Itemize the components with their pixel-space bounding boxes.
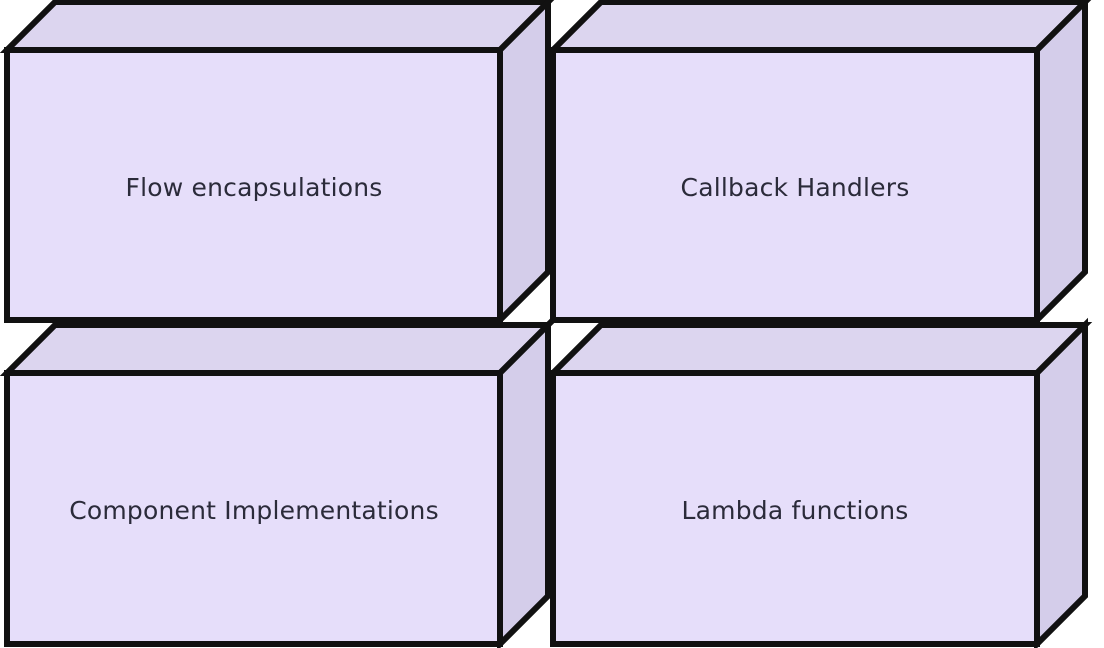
box-flow-encapsulations-label: Flow encapsulations bbox=[125, 173, 382, 202]
box-component-implementations-front-face bbox=[4, 370, 503, 647]
box-callback-handlers-top-face bbox=[545, 0, 1092, 53]
box-callback-handlers-label: Callback Handlers bbox=[681, 173, 910, 202]
box-flow-encapsulations-top-face bbox=[0, 0, 555, 53]
box-lambda-functions-side-face bbox=[1034, 317, 1088, 648]
box-component-implementations-side-face bbox=[497, 317, 551, 648]
box-callback-handlers[interactable]: Callback Handlers bbox=[545, 0, 1092, 328]
box-component-implementations-top-face bbox=[0, 322, 556, 376]
box-flow-encapsulations-side-face bbox=[497, 0, 551, 328]
box-component-implementations-label: Component Implementations bbox=[69, 496, 439, 525]
box-callback-handlers-side-face bbox=[1034, 0, 1088, 328]
box-lambda-functions-front-face bbox=[550, 370, 1040, 647]
box-callback-handlers-front-face bbox=[550, 47, 1040, 323]
box-component-implementations[interactable]: Component Implementations bbox=[0, 317, 556, 648]
box-lambda-functions[interactable]: Lambda functions bbox=[545, 317, 1093, 648]
box-lambda-functions-label: Lambda functions bbox=[682, 496, 909, 525]
box-flow-encapsulations-front-face bbox=[4, 47, 503, 323]
box-lambda-functions-top-face bbox=[545, 322, 1093, 376]
box-flow-encapsulations[interactable]: Flow encapsulations bbox=[0, 0, 555, 328]
